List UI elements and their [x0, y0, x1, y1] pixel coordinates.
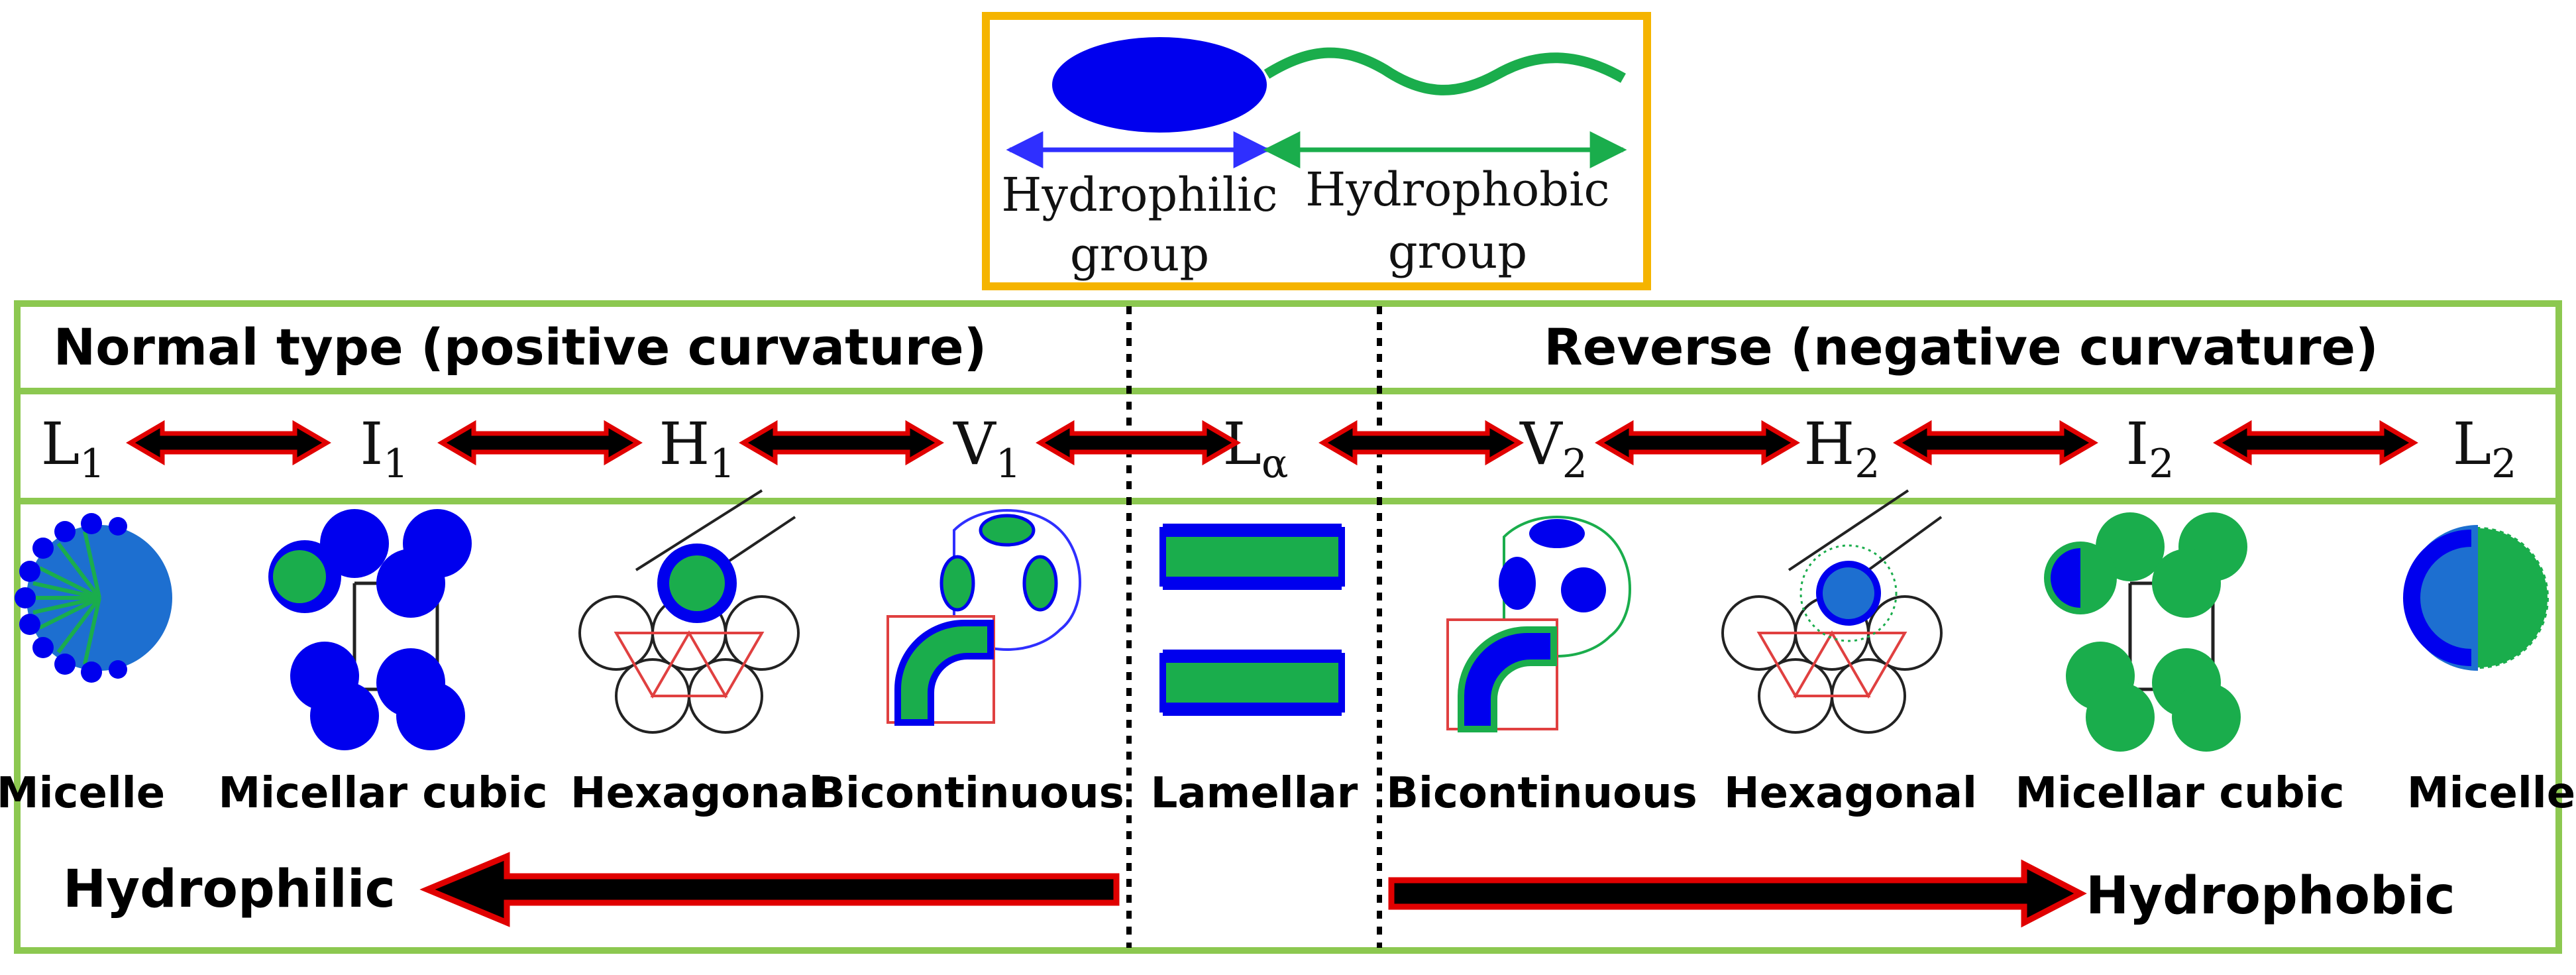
label-micelle-normal: Micelle	[0, 769, 165, 818]
label-lamellar: Lamellar	[1151, 769, 1358, 818]
phase-l1: L1	[41, 410, 105, 487]
hydrophobic-direction-arrow	[1388, 859, 2087, 928]
double-arrow-4	[1040, 424, 1236, 461]
phase-v1: V1	[953, 410, 1021, 487]
hydrophobic-tail-icon	[1263, 47, 1626, 95]
phase-h2: H2	[1804, 410, 1880, 487]
normal-type-title: Normal type (positive curvature)	[54, 317, 987, 376]
double-arrow-2	[442, 424, 638, 461]
hydrophilic-head-icon	[1052, 37, 1267, 133]
hydrophilic-label: Hydrophilic	[1001, 168, 1277, 222]
hydrophilic-direction-label: Hydrophilic	[63, 860, 396, 919]
label-micelle-reverse: Micelle	[2407, 769, 2575, 818]
lamellar-icon	[1159, 524, 1345, 716]
hydrophobic-label: Hydrophobic	[1305, 162, 1609, 217]
structure-labels: Micelle Micellar cubic Hexagonal Biconti…	[0, 769, 2575, 818]
double-arrow-3	[743, 424, 939, 461]
hexagonal-reverse-icon	[1721, 489, 1943, 734]
phase-l2: L2	[2453, 410, 2517, 487]
phase-i2: I2	[2126, 410, 2174, 487]
hydrophobic-group-label: group	[1388, 225, 1527, 279]
label-bicontinuous-reverse: Bicontinuous	[1386, 769, 1697, 818]
label-micellar-cubic-reverse: Micellar cubic	[2015, 769, 2344, 818]
phase-i1: I1	[360, 410, 409, 487]
micellar-cubic-normal-icon	[268, 509, 472, 750]
double-arrow-6	[1599, 424, 1796, 461]
double-arrow-5	[1323, 424, 1519, 461]
bicontinuous-normal-icon	[886, 509, 1081, 726]
hexagonal-normal-icon	[578, 489, 800, 734]
phase-v2: V2	[1519, 410, 1587, 487]
hydrophobic-direction-label: Hydrophobic	[2086, 866, 2455, 926]
label-hexagonal-normal: Hexagonal	[570, 769, 824, 818]
phase-l-alpha: Lα	[1223, 410, 1289, 487]
main-frame	[14, 300, 2562, 954]
label-bicontinuous-normal: Bicontinuous	[813, 769, 1124, 818]
reverse-micelle-icon	[2403, 525, 2549, 671]
bicontinuous-reverse-icon	[1446, 516, 1631, 732]
label-micellar-cubic-normal: Micellar cubic	[218, 769, 547, 818]
hydrophilic-direction-arrow	[419, 852, 1120, 927]
hydrophilic-group-label: group	[1070, 227, 1209, 282]
phase-h1: H1	[659, 410, 735, 487]
double-arrow-7	[1898, 424, 2094, 461]
reverse-type-title: Reverse (negative curvature)	[1544, 317, 2379, 376]
legend-frame	[982, 12, 1651, 290]
phase-sequence: L1 I1 H1 V1 Lα V2 H2 I2 L2	[41, 410, 2517, 487]
label-hexagonal-reverse: Hexagonal	[1724, 769, 1977, 818]
normal-micelle-icon	[15, 513, 172, 683]
double-arrow-8	[2218, 424, 2414, 461]
double-arrow-1	[131, 424, 327, 461]
micellar-cubic-reverse-icon	[2044, 512, 2247, 752]
